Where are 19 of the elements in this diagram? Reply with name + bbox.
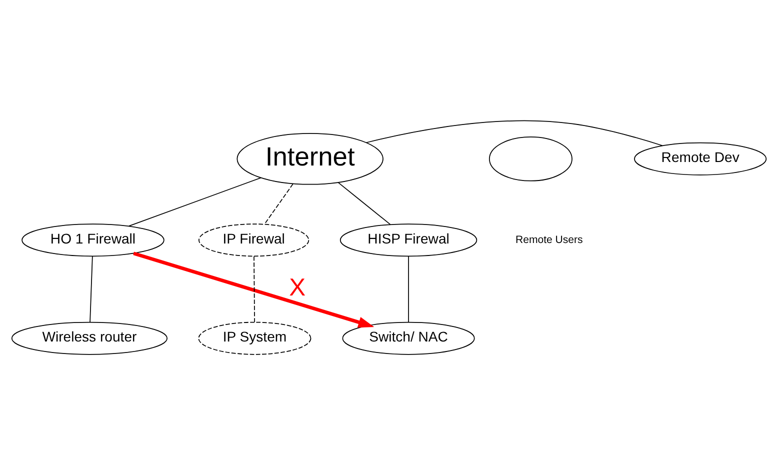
connector (254, 256, 256, 322)
node-ellipse: HO 1 Firewall (22, 224, 164, 257)
edge-label: X (289, 274, 306, 302)
node-ellipse: Wireless router (11, 322, 168, 355)
node-ellipse (488, 136, 572, 182)
node-ellipse: Remote Dev (634, 142, 767, 176)
connector (338, 182, 391, 225)
node-ellipse: Switch/ NAC (342, 322, 475, 355)
connector (90, 256, 93, 322)
label: Remote Users (516, 234, 583, 246)
node-ellipse: Internet (236, 132, 384, 185)
connector (264, 184, 294, 225)
connector (366, 120, 663, 146)
arrow (133, 252, 374, 328)
node-ellipse: HISP Firewal (340, 224, 478, 257)
connector (408, 256, 409, 322)
connector (128, 177, 262, 227)
node-ellipse: IP Firewal (198, 224, 310, 257)
node-ellipse: IP System (198, 322, 312, 355)
